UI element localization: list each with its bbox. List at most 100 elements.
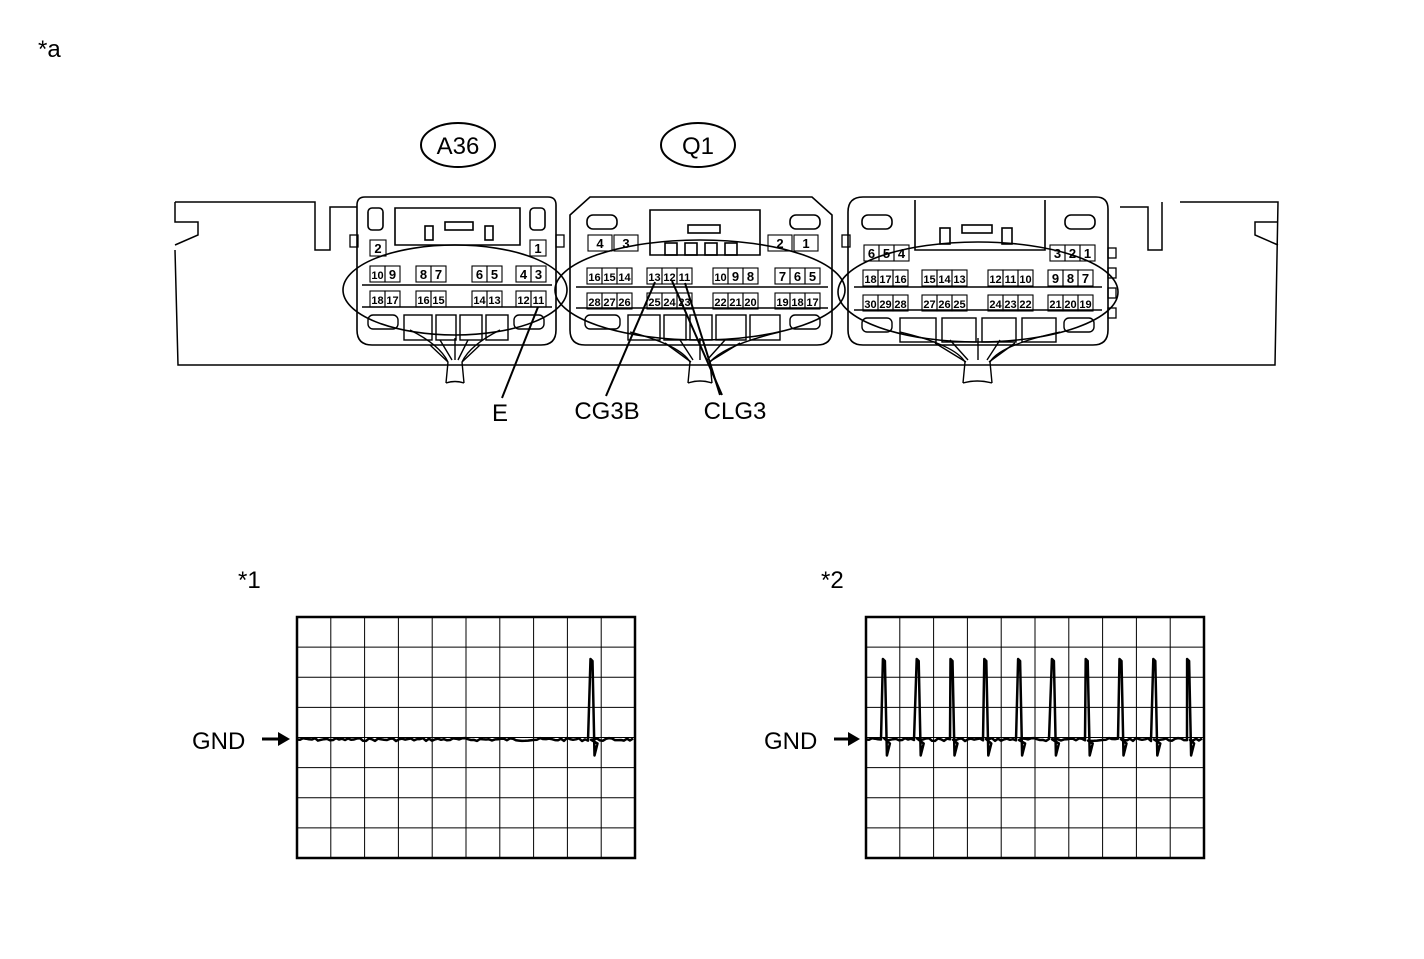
svg-text:12: 12 — [663, 272, 675, 284]
pin-24: 24 — [987, 294, 1004, 312]
pin-18: 18 — [862, 269, 879, 287]
svg-text:6: 6 — [868, 246, 875, 261]
svg-text:26: 26 — [938, 299, 950, 311]
pin-19: 19 — [1077, 294, 1094, 312]
svg-text:8: 8 — [747, 269, 754, 284]
pin-10: 10 — [712, 267, 729, 285]
svg-text:25: 25 — [648, 297, 660, 309]
svg-text:23: 23 — [678, 297, 690, 309]
svg-text:12: 12 — [989, 274, 1001, 286]
side-clips — [349, 234, 1117, 319]
a36-pin-highlight — [342, 244, 568, 336]
svg-text:7: 7 — [1082, 271, 1089, 286]
pin-22: 22 — [712, 292, 729, 310]
pin-5: 5 — [486, 265, 503, 283]
waveform-1-gnd-label: GND — [192, 728, 245, 755]
pin-23: 23 — [1002, 294, 1019, 312]
svg-text:16: 16 — [894, 274, 906, 286]
svg-text:5: 5 — [491, 267, 498, 282]
svg-text:18: 18 — [371, 295, 383, 307]
svg-text:15: 15 — [603, 272, 615, 284]
pin-24: 24 — [661, 292, 678, 310]
pin-25: 25 — [951, 294, 968, 312]
pin-9: 9 — [727, 267, 744, 285]
svg-text:28: 28 — [894, 299, 906, 311]
pin-3: 3 — [613, 234, 639, 252]
svg-text:11: 11 — [679, 272, 691, 284]
svg-text:20: 20 — [744, 297, 756, 309]
svg-text:14: 14 — [618, 272, 631, 284]
pin-30: 30 — [862, 294, 879, 312]
svg-text:5: 5 — [809, 269, 816, 284]
waveform-2-label: *2 — [821, 567, 844, 594]
pin-7: 7 — [430, 265, 447, 283]
svg-text:14: 14 — [938, 274, 951, 286]
waveform-1-label: *1 — [238, 567, 261, 594]
svg-text:1: 1 — [802, 236, 809, 251]
pin-16: 16 — [415, 290, 432, 308]
pin-17: 17 — [804, 292, 821, 310]
svg-text:3: 3 — [622, 236, 629, 251]
svg-text:16: 16 — [417, 295, 429, 307]
svg-text:8: 8 — [1067, 271, 1074, 286]
svg-text:13: 13 — [488, 295, 500, 307]
svg-text:15: 15 — [923, 274, 935, 286]
svg-text:4: 4 — [520, 267, 528, 282]
a36-name-oval: A36 — [420, 122, 496, 168]
svg-text:19: 19 — [1079, 299, 1091, 311]
pin-26: 26 — [936, 294, 953, 312]
pin-27: 27 — [601, 292, 618, 310]
svg-text:10: 10 — [714, 272, 726, 284]
svg-text:17: 17 — [806, 297, 818, 309]
svg-text:11: 11 — [533, 295, 545, 307]
connector-third — [837, 196, 1119, 346]
svg-text:18: 18 — [791, 297, 803, 309]
pin-15: 15 — [601, 267, 618, 285]
svg-text:5: 5 — [883, 246, 890, 261]
svg-text:24: 24 — [989, 299, 1002, 311]
svg-text:9: 9 — [1052, 271, 1059, 286]
pin-label-e: E — [492, 400, 508, 427]
figure-label: *a — [38, 36, 61, 63]
svg-text:21: 21 — [1049, 299, 1061, 311]
svg-text:2: 2 — [776, 236, 783, 251]
pin-13: 13 — [646, 267, 663, 285]
pin-12: 12 — [515, 290, 532, 308]
pin-15: 15 — [921, 269, 938, 287]
pin-7: 7 — [1077, 269, 1094, 287]
pin-1: 1 — [1079, 244, 1096, 262]
pin-10: 10 — [1017, 269, 1034, 287]
pin-4: 4 — [587, 234, 613, 252]
pin-11: 11 — [676, 267, 693, 285]
svg-text:22: 22 — [1019, 299, 1031, 311]
svg-text:4: 4 — [898, 246, 906, 261]
svg-text:10: 10 — [371, 270, 383, 282]
pin-15: 15 — [430, 290, 447, 308]
svg-text:12: 12 — [517, 295, 529, 307]
svg-text:20: 20 — [1064, 299, 1076, 311]
svg-text:9: 9 — [389, 267, 396, 282]
pin-9: 9 — [1047, 269, 1064, 287]
e-leader — [501, 306, 539, 399]
pin-22: 22 — [1017, 294, 1034, 312]
svg-text:2: 2 — [1069, 246, 1076, 261]
wire-harness — [409, 329, 1061, 384]
pin-20: 20 — [1062, 294, 1079, 312]
svg-text:6: 6 — [794, 269, 801, 284]
a36-name: A36 — [437, 133, 480, 160]
pin-6: 6 — [471, 265, 488, 283]
waveform-2-screen — [864, 615, 1206, 860]
pin-21: 21 — [1047, 294, 1064, 312]
ecu-housing — [174, 201, 1279, 366]
pin-17: 17 — [384, 290, 401, 308]
pin-14: 14 — [616, 267, 633, 285]
pin-2: 2 — [369, 239, 387, 257]
svg-text:10: 10 — [1019, 274, 1031, 286]
svg-text:24: 24 — [663, 297, 676, 309]
svg-text:17: 17 — [386, 295, 398, 307]
pin-11: 11 — [530, 290, 547, 308]
arrow-right-icon — [262, 732, 290, 746]
